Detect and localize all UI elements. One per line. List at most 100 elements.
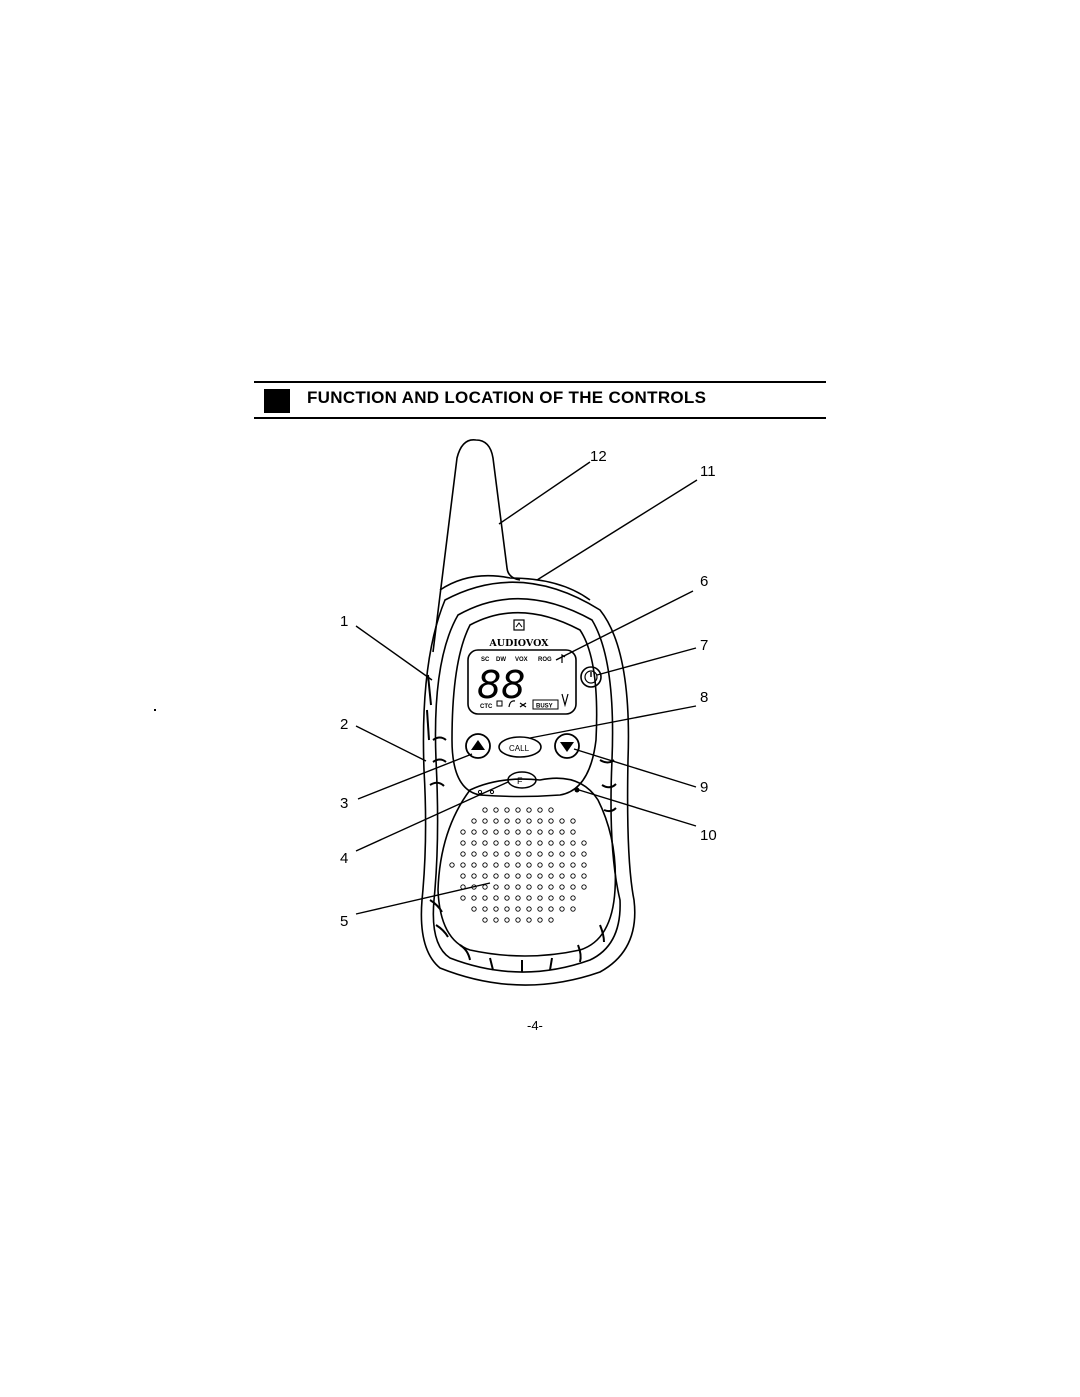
brand-name: AUDIOVOX	[488, 638, 549, 649]
radio-face-plate	[451, 611, 598, 798]
callout-4: 4	[340, 850, 349, 867]
speaker-hole	[548, 895, 554, 901]
speaker-hole	[504, 873, 510, 879]
speaker-hole	[493, 873, 499, 879]
heading-rule-top	[254, 381, 826, 383]
call-button[interactable]	[498, 736, 542, 758]
speaker-hole	[548, 884, 554, 890]
speaker-hole	[548, 840, 554, 846]
speaker-hole	[515, 851, 521, 857]
speaker-hole	[482, 873, 488, 879]
speaker-hole	[537, 895, 543, 901]
speaker-hole	[460, 895, 466, 901]
speaker-hole	[581, 884, 587, 890]
callout-3: 3	[340, 795, 349, 812]
speaker-hole	[526, 862, 532, 868]
speaker-hole	[537, 884, 543, 890]
antenna	[432, 439, 521, 653]
speaker-hole	[482, 895, 488, 901]
speaker-hole	[548, 862, 554, 868]
speaker-hole	[493, 807, 499, 813]
speaker-hole	[526, 807, 532, 813]
speaker-hole	[548, 851, 554, 857]
function-button[interactable]	[507, 771, 537, 789]
speaker-hole	[504, 818, 510, 824]
speaker-hole	[449, 862, 455, 868]
speaker-hole	[526, 840, 532, 846]
speaker-hole	[570, 840, 576, 846]
speaker-hole	[493, 884, 499, 890]
speaker-hole	[471, 840, 477, 846]
speaker-hole	[493, 829, 499, 835]
speaker-grille-outline	[437, 777, 617, 957]
speaker-hole	[515, 862, 521, 868]
power-button[interactable]	[580, 666, 602, 688]
speaker-hole	[548, 873, 554, 879]
callout-2: 2	[340, 716, 349, 733]
lcd-indicator-busy: BUSY	[536, 704, 553, 710]
speaker-hole	[482, 829, 488, 835]
speaker-hole	[482, 807, 488, 813]
speaker-hole	[581, 851, 587, 857]
speaker-hole	[526, 873, 532, 879]
speaker-hole	[471, 873, 477, 879]
speaker-hole	[471, 851, 477, 857]
speaker-hole	[493, 851, 499, 857]
speaker-hole	[537, 818, 543, 824]
speaker-hole	[515, 895, 521, 901]
speaker-hole	[504, 840, 510, 846]
heading-rule-bottom	[254, 417, 826, 419]
speaker-hole	[559, 818, 565, 824]
speaker-hole	[482, 851, 488, 857]
speaker-hole	[482, 818, 488, 824]
lcd-indicator-sc: SC	[481, 657, 490, 663]
speaker-hole	[515, 807, 521, 813]
speaker-hole	[460, 829, 466, 835]
speaker-hole	[482, 906, 488, 912]
speaker-hole	[537, 851, 543, 857]
channel-up-button[interactable]	[465, 733, 491, 759]
channel-down-button[interactable]	[554, 733, 580, 759]
callout-8: 8	[700, 689, 709, 706]
speaker-hole	[581, 840, 587, 846]
speaker-hole	[548, 818, 554, 824]
lcd-display	[467, 649, 577, 715]
lcd-indicator-rog: ROG	[538, 657, 552, 663]
speaker-hole	[559, 906, 565, 912]
speaker-hole	[570, 818, 576, 824]
speaker-hole	[515, 884, 521, 890]
lcd-indicator-vox: VOX	[515, 657, 528, 663]
speaker-hole	[537, 840, 543, 846]
speaker-hole	[559, 873, 565, 879]
speaker-hole	[570, 851, 576, 857]
speaker-hole	[559, 884, 565, 890]
speaker-hole	[537, 807, 543, 813]
speaker-hole	[504, 807, 510, 813]
speaker-hole	[471, 829, 477, 835]
speaker-hole	[471, 895, 477, 901]
speaker-hole	[493, 818, 499, 824]
speaker-hole	[515, 818, 521, 824]
callout-11: 11	[700, 463, 716, 480]
speaker-hole	[526, 851, 532, 857]
speaker-hole	[526, 884, 532, 890]
speaker-hole	[526, 906, 532, 912]
microphone-hole	[574, 787, 580, 793]
speaker-hole	[559, 862, 565, 868]
speaker-hole	[559, 895, 565, 901]
speaker-hole	[537, 829, 543, 835]
lcd-busy-box	[532, 699, 559, 710]
speaker-hole	[581, 862, 587, 868]
speaker-hole	[504, 851, 510, 857]
speaker-hole	[548, 807, 554, 813]
stray-mark	[154, 709, 156, 711]
callout-5: 5	[340, 913, 349, 930]
speaker-hole	[537, 862, 543, 868]
speaker-hole	[548, 829, 554, 835]
speaker-hole	[482, 917, 488, 923]
antenna-shoulder	[439, 574, 591, 601]
call-button-label: CALL	[509, 744, 530, 753]
function-button-label: F	[517, 776, 523, 786]
speaker-hole	[537, 906, 543, 912]
page-number: -4-	[527, 1018, 543, 1033]
